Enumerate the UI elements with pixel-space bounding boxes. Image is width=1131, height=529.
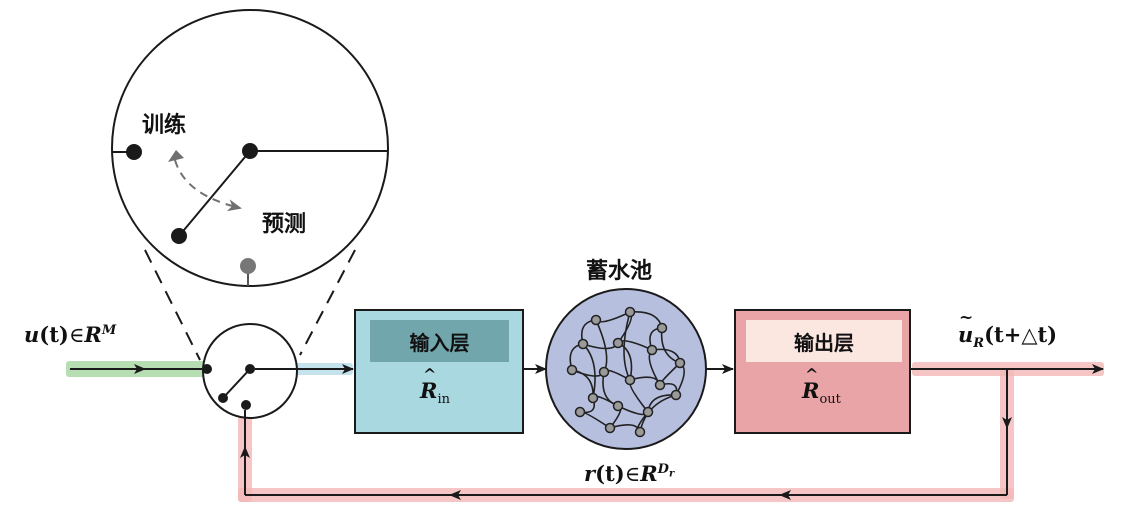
zoom-switch-pivot [171, 228, 187, 244]
reservoir-node [634, 426, 646, 438]
zoom-training-terminal [126, 144, 142, 160]
switch-prediction-terminal [241, 400, 251, 410]
reservoir-node [577, 338, 589, 350]
output-weight-symbol-wrap: R^ [802, 365, 820, 403]
reservoir-node [670, 389, 682, 401]
zoom-prediction-terminal [240, 258, 256, 274]
reservoir-node [646, 344, 658, 356]
reservoir-node [656, 322, 668, 334]
output-weight-symbol: R [802, 378, 820, 403]
output-layer-header [746, 320, 902, 362]
reservoir-node [612, 400, 624, 412]
reservoir-state-space: R [640, 461, 658, 486]
reservoir-node [587, 392, 599, 404]
reservoir-network [566, 306, 686, 438]
output-weight-subscript: out [819, 392, 841, 408]
output-layer-title: 输出层 [794, 330, 854, 355]
reservoir-node [624, 374, 636, 386]
input-weight-hat: ^ [423, 365, 437, 384]
reservoir-node [674, 357, 686, 369]
input-signal-member: ∈ [68, 323, 85, 347]
reservoir-node [566, 364, 578, 376]
switch-common-terminal [245, 364, 255, 374]
reservoir-node [598, 366, 610, 378]
training-label: 训练 [142, 113, 187, 138]
signal-arrows [70, 364, 1104, 500]
switch-training-terminal [202, 364, 212, 374]
input-signal-var: u [24, 322, 40, 347]
toggle-arc-arrowhead-top [168, 150, 184, 162]
input-signal-space: R [84, 322, 102, 347]
reservoir-state-dim-main: D [657, 462, 669, 477]
prediction-label: 预测 [262, 212, 307, 237]
input-signal-label: u(t)∈RM [24, 322, 116, 347]
reservoir-state-var: r [584, 461, 596, 486]
zoom-connector-lines [144, 249, 356, 361]
input-weight-symbol: R [420, 378, 438, 403]
input-layer-title: 输入层 [409, 330, 470, 355]
reservoir-node [590, 314, 602, 326]
reservoir-title: 蓄水池 [586, 259, 653, 284]
input-signal-dim: M [101, 323, 117, 338]
switch-pivot [218, 393, 228, 403]
output-weight-hat: ^ [805, 365, 819, 384]
output-signal-sub: R [973, 336, 985, 352]
input-signal-arg: (t) [39, 322, 69, 347]
reservoir-state-dim: Dr [657, 462, 675, 480]
zoom-common-terminal [242, 143, 258, 159]
reservoir-node [604, 422, 616, 434]
reservoir-node [624, 306, 636, 318]
reservoir-node [574, 406, 586, 418]
output-signal-label: u~R(t+△t) [958, 308, 1058, 352]
reservoir-node [612, 337, 624, 349]
small-switch-wiring [222, 368, 251, 399]
reservoir-state-label: r(t)∈RDr [584, 461, 674, 486]
reservoir-node [642, 406, 654, 418]
output-weight-label: R^out [802, 365, 841, 408]
reservoir-state-member: ∈ [624, 462, 641, 486]
output-signal-arg: (t+△t) [984, 322, 1058, 347]
output-signal-tilde: ~ [959, 308, 974, 328]
input-weight-symbol-wrap: R^ [420, 365, 438, 403]
toggle-arc-arrow [174, 159, 242, 212]
reservoir-state-arg: (t) [595, 461, 625, 486]
input-layer-header [370, 320, 509, 362]
input-weight-label: R^in [420, 365, 450, 408]
input-weight-subscript: in [437, 392, 450, 408]
output-signal-var: u [958, 322, 974, 347]
output-signal-var-wrap: u~ [958, 308, 974, 347]
reservoir-state-dim-sub: r [668, 468, 675, 480]
reservoir-node [654, 379, 666, 391]
